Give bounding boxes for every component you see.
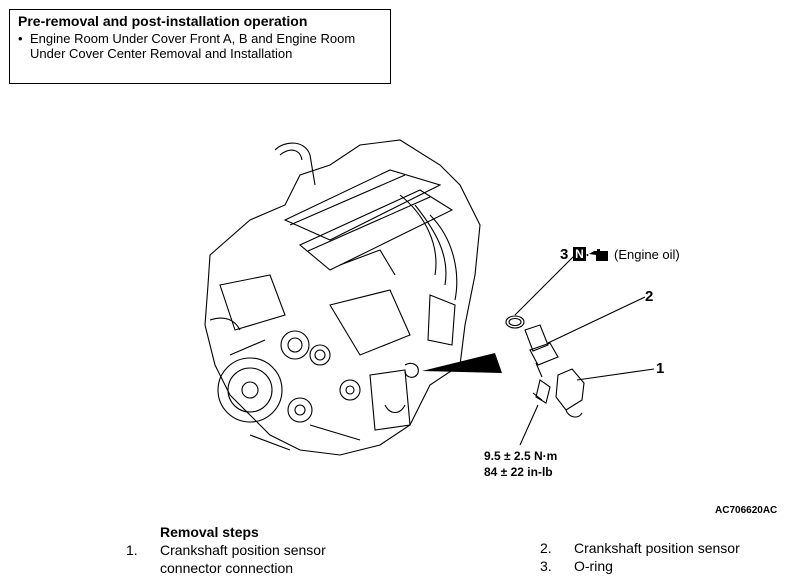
step-number: 2. [540, 540, 552, 556]
step-text-cont: connector connection [160, 560, 294, 576]
torque-imperial: 84 ± 22 in-lb [484, 465, 553, 479]
callout-2: 2 [645, 288, 654, 305]
torque-spec: 9.5 ± 2.5 N·m 84 ± 22 in-lb [484, 448, 557, 480]
preremoval-title: Pre-removal and post-installation operat… [18, 13, 308, 29]
bullet: • [18, 31, 23, 46]
callout-3: 3 [560, 246, 569, 263]
removal-step-1: 1. Crankshaft position sensor connector … [126, 542, 386, 578]
preremoval-box: Pre-removal and post-installation operat… [9, 9, 391, 84]
step-text: Crankshaft position sensor [574, 540, 740, 556]
preremoval-item-text: Engine Room Under Cover Front A, B and E… [30, 31, 356, 61]
oil-note-text: (Engine oil) [614, 246, 680, 262]
figure-code: AC706620AC [715, 505, 778, 516]
removal-step-2: 2. Crankshaft position sensor [540, 540, 780, 558]
step-number: 1. [126, 542, 138, 558]
step-number: 3. [540, 558, 552, 574]
removal-step-3: 3. O-ring [540, 558, 780, 576]
preremoval-item: • Engine Room Under Cover Front A, B and… [18, 31, 382, 61]
torque-metric: 9.5 ± 2.5 N·m [484, 449, 558, 463]
step-text: O-ring [574, 558, 613, 574]
step-text: Crankshaft position sensor [160, 542, 326, 558]
n-mark-icon: N [573, 247, 586, 261]
oil-can-icon [586, 249, 608, 261]
engine-oil-note: N (Engine oil) [573, 246, 680, 262]
callout-1: 1 [656, 360, 665, 377]
engine-illustration [204, 139, 655, 456]
removal-steps-title: Removal steps [160, 524, 259, 540]
